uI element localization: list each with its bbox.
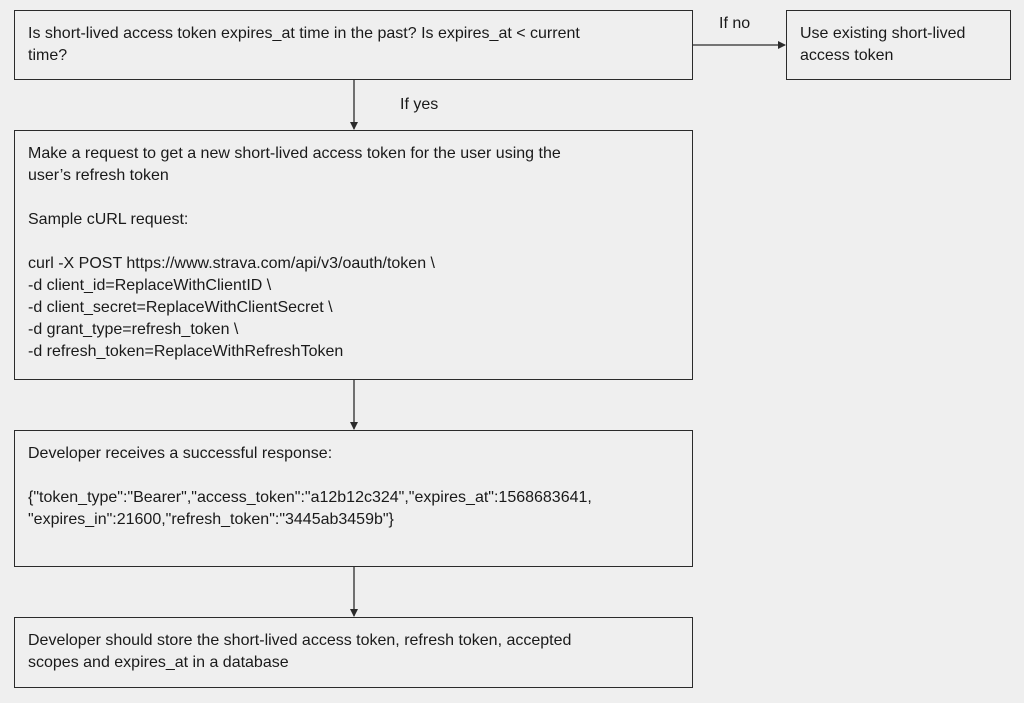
refresh-line-5 <box>28 231 680 253</box>
refresh-line-2: user’s refresh token <box>28 167 169 184</box>
if-no-label: If no <box>719 15 751 32</box>
refresh-line-1: Make a request to get a new short-lived … <box>28 145 561 162</box>
existing-line-2: access token <box>800 47 894 64</box>
existing-line-1: Use existing short-lived <box>800 25 966 42</box>
question-box: Is short-lived access token expires_at t… <box>14 10 693 80</box>
refresh-line-3 <box>28 187 680 209</box>
response-line-2 <box>28 465 680 487</box>
question-line-1: Is short-lived access token expires_at t… <box>28 25 580 42</box>
refresh-line-10: -d refresh_token=ReplaceWithRefreshToken <box>28 343 344 360</box>
store-line-2: scopes and expires_at in a database <box>28 654 289 671</box>
refresh-line-7: -d client_id=ReplaceWithClientID \ <box>28 277 272 294</box>
response-line-1: Developer receives a successful response… <box>28 445 333 462</box>
response-line-3: {"token_type":"Bearer","access_token":"a… <box>28 489 592 506</box>
question-line-2: time? <box>28 47 68 64</box>
refresh-line-9: -d grant_type=refresh_token \ <box>28 321 239 338</box>
response-line-4: "expires_in":21600,"refresh_token":"3445… <box>28 511 394 528</box>
refresh-line-8: -d client_secret=ReplaceWithClientSecret… <box>28 299 333 316</box>
refresh-request-box: Make a request to get a new short-lived … <box>14 130 693 380</box>
existing-token-box: Use existing short-lived access token <box>786 10 1011 80</box>
refresh-line-4: Sample cURL request: <box>28 211 189 228</box>
if-yes-label: If yes <box>400 96 439 113</box>
response-box: Developer receives a successful response… <box>14 430 693 567</box>
store-line-1: Developer should store the short-lived a… <box>28 632 572 649</box>
store-box: Developer should store the short-lived a… <box>14 617 693 688</box>
refresh-line-6: curl -X POST https://www.strava.com/api/… <box>28 255 435 272</box>
